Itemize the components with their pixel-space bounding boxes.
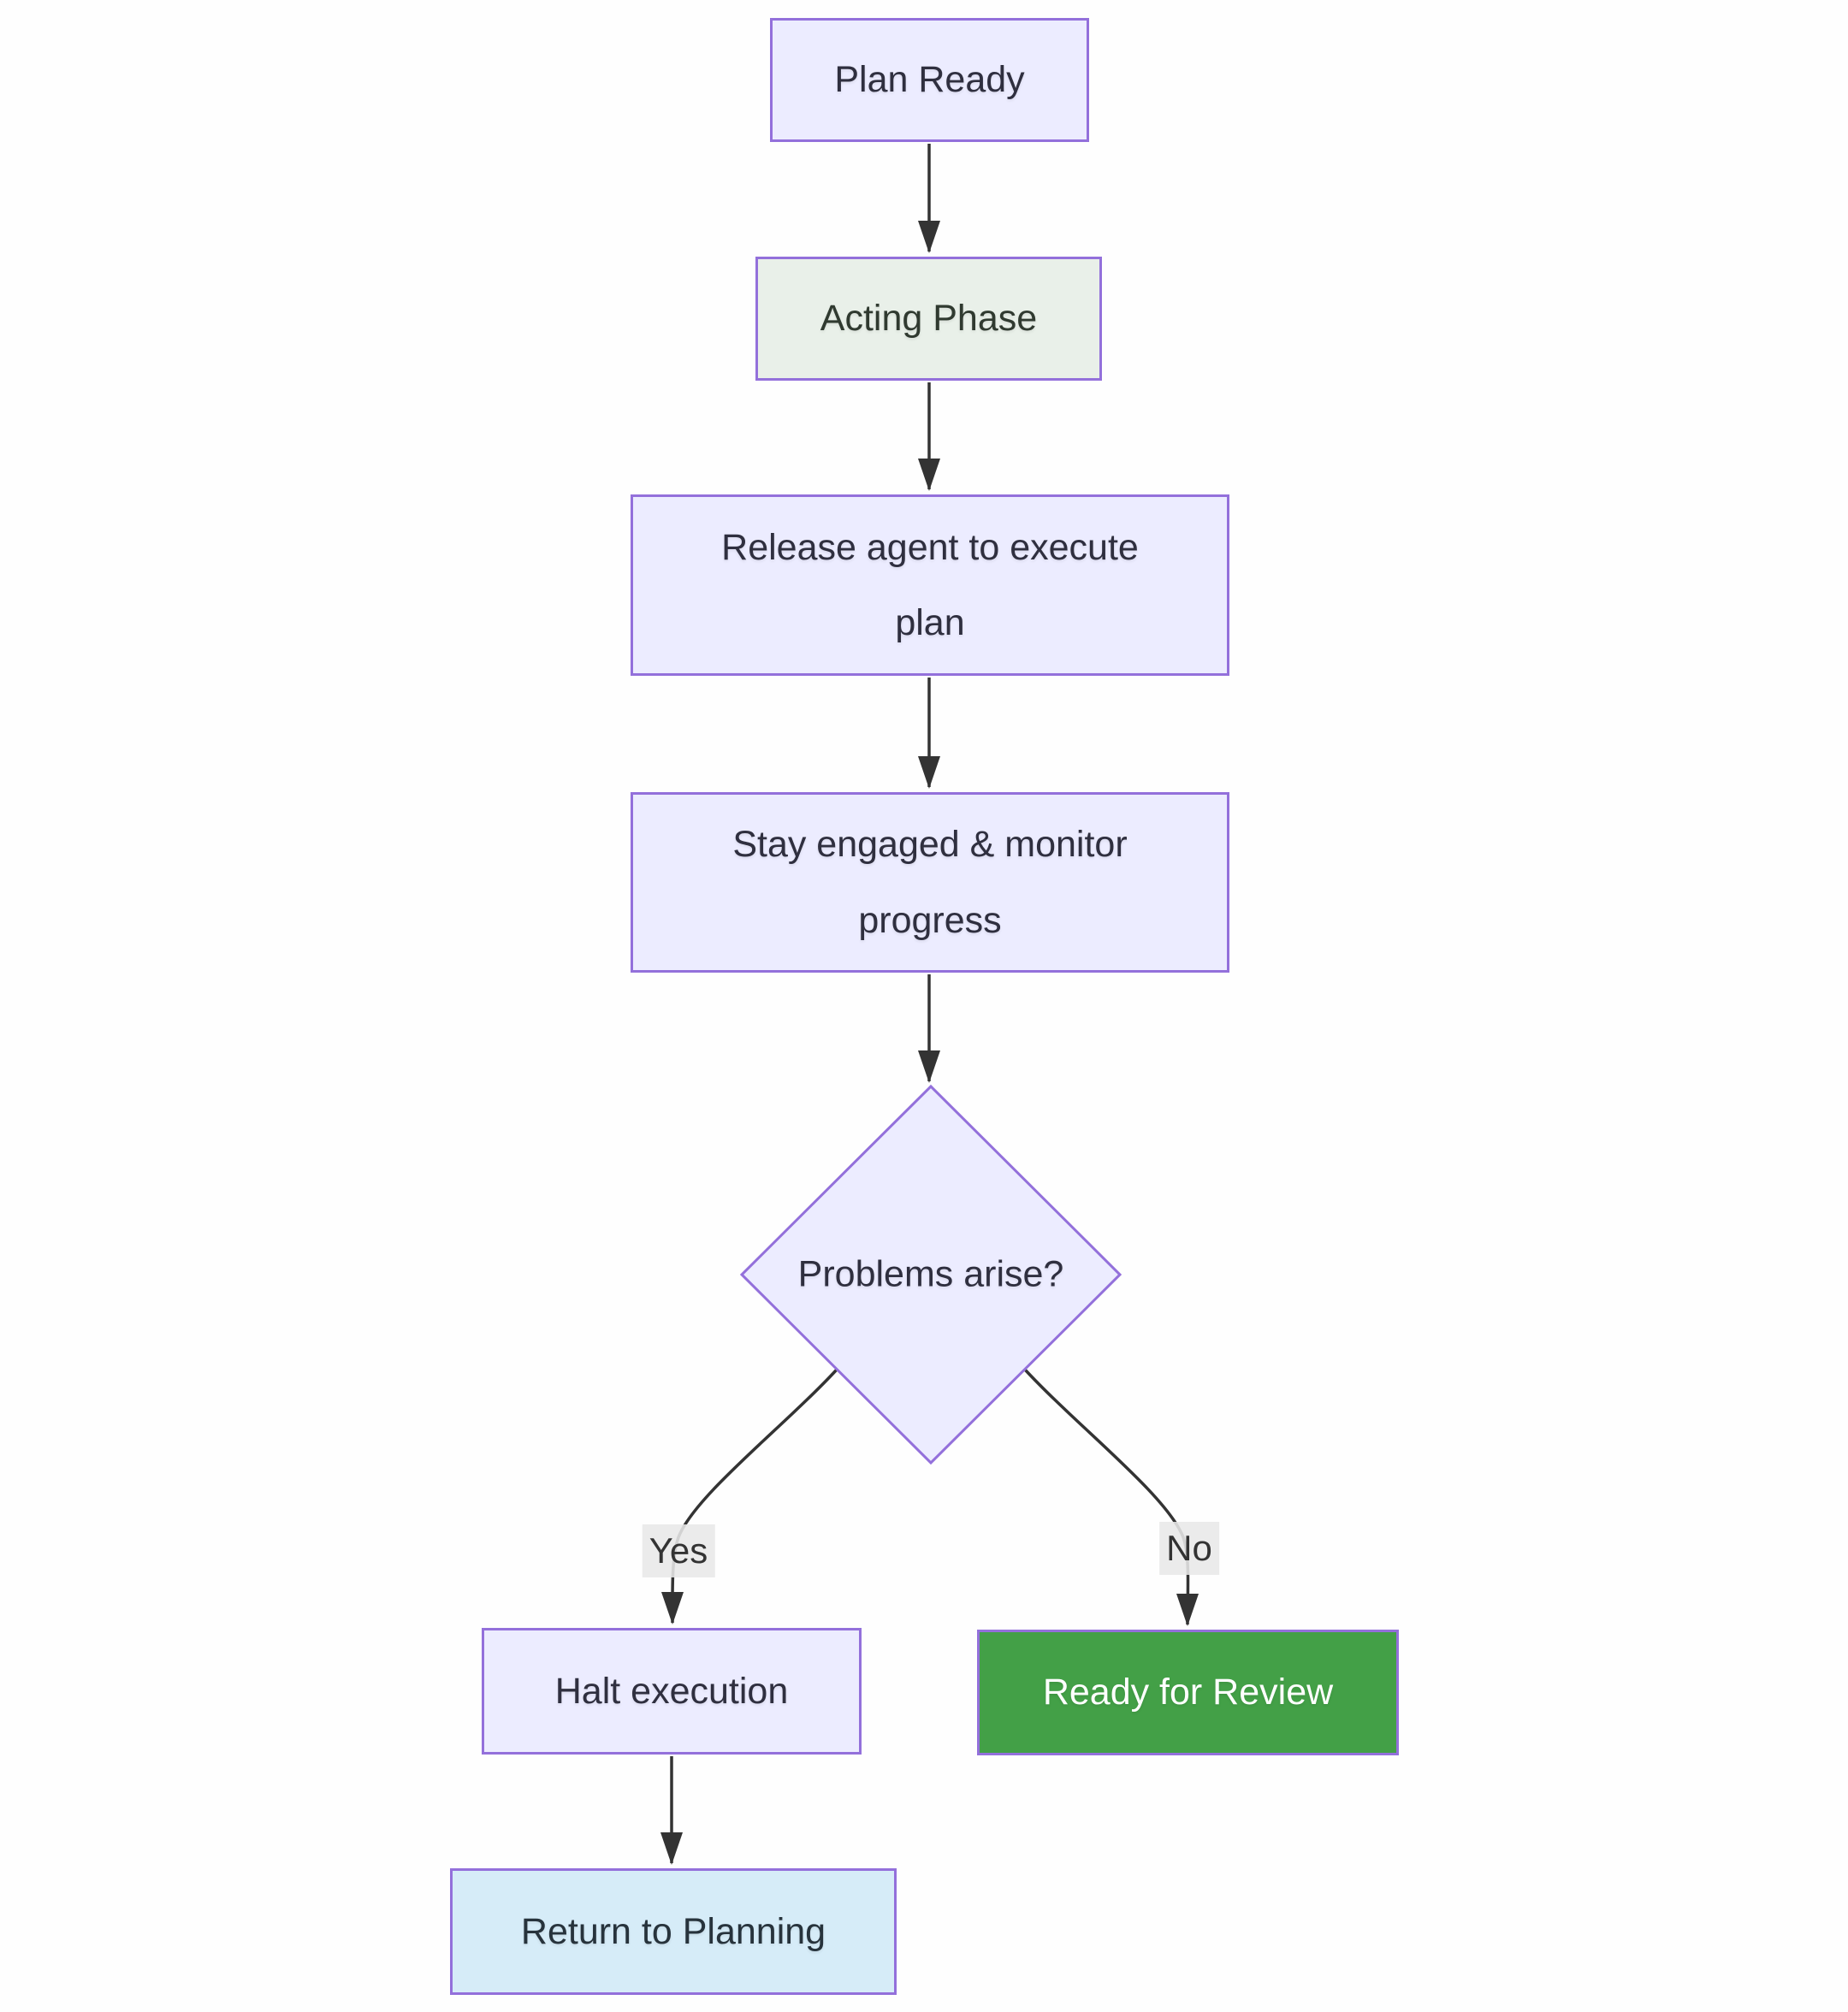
node-label: Plan Ready: [834, 59, 1025, 101]
node-label: Ready for Review: [1042, 1672, 1334, 1713]
node-label: Halt execution: [554, 1670, 789, 1712]
node-label: Release agent to execute plan: [721, 526, 1139, 643]
edge-label-no: No: [1159, 1522, 1219, 1575]
node-acting-phase: Acting Phase: [755, 257, 1102, 381]
node-return-to-planning: Return to Planning: [450, 1868, 897, 1995]
node-label: Acting Phase: [820, 298, 1038, 340]
edge-decision-no: [1023, 1368, 1199, 1626]
node-label: Return to Planning: [520, 1910, 826, 1952]
node-ready-for-review: Ready for Review: [977, 1630, 1399, 1755]
node-halt-execution: Halt execution: [482, 1628, 862, 1755]
node-plan-ready: Plan Ready: [770, 18, 1089, 142]
edge-decision-yes: [660, 1368, 838, 1624]
node-stay-engaged: Stay engaged & monitor progress: [631, 792, 1229, 973]
node-release-agent: Release agent to execute plan: [631, 494, 1229, 676]
node-problems-arise-label: Problems arise?: [797, 1253, 1064, 1295]
node-label: Stay engaged & monitor progress: [732, 824, 1128, 941]
edge-label-yes: Yes: [642, 1524, 715, 1577]
